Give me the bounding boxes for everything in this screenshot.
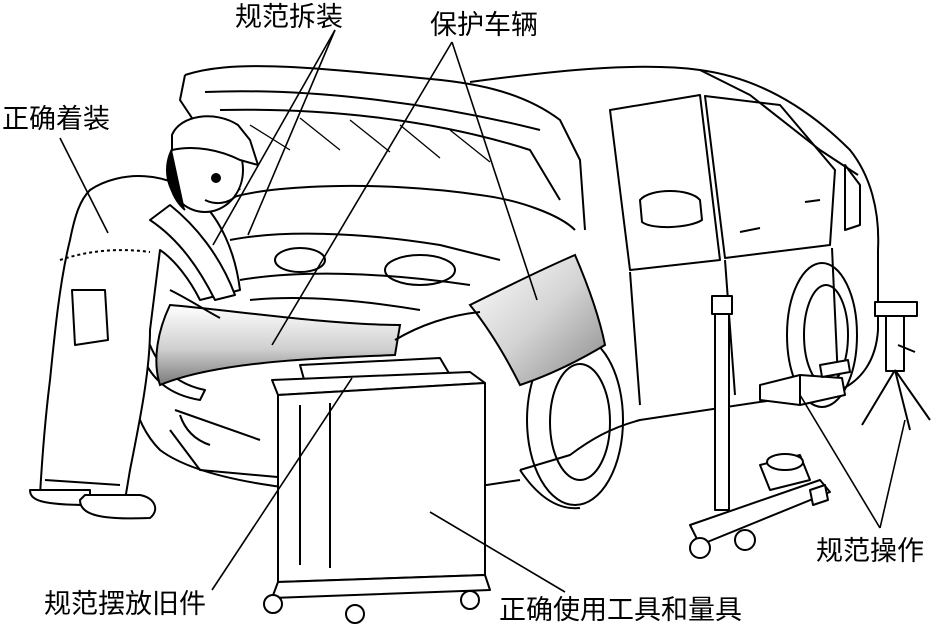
- label-correct-dress: 正确着装: [2, 104, 110, 135]
- label-standard-operation: 规范操作: [816, 536, 924, 567]
- technician: [29, 115, 259, 520]
- jack-stand: [861, 301, 931, 431]
- label-standard-disassembly: 规范拆装: [235, 2, 343, 33]
- label-protect-vehicle: 保护车辆: [430, 10, 538, 41]
- protective-covers: [155, 253, 607, 387]
- floor-jack: [689, 295, 831, 559]
- wheel-chock: [759, 359, 851, 406]
- tool-cart: [263, 357, 491, 624]
- label-place-old-parts: 规范摆放旧件: [44, 589, 206, 620]
- pointer-lines: [59, 29, 906, 593]
- label-use-tools-gauges: 正确使用工具和量具: [499, 595, 742, 626]
